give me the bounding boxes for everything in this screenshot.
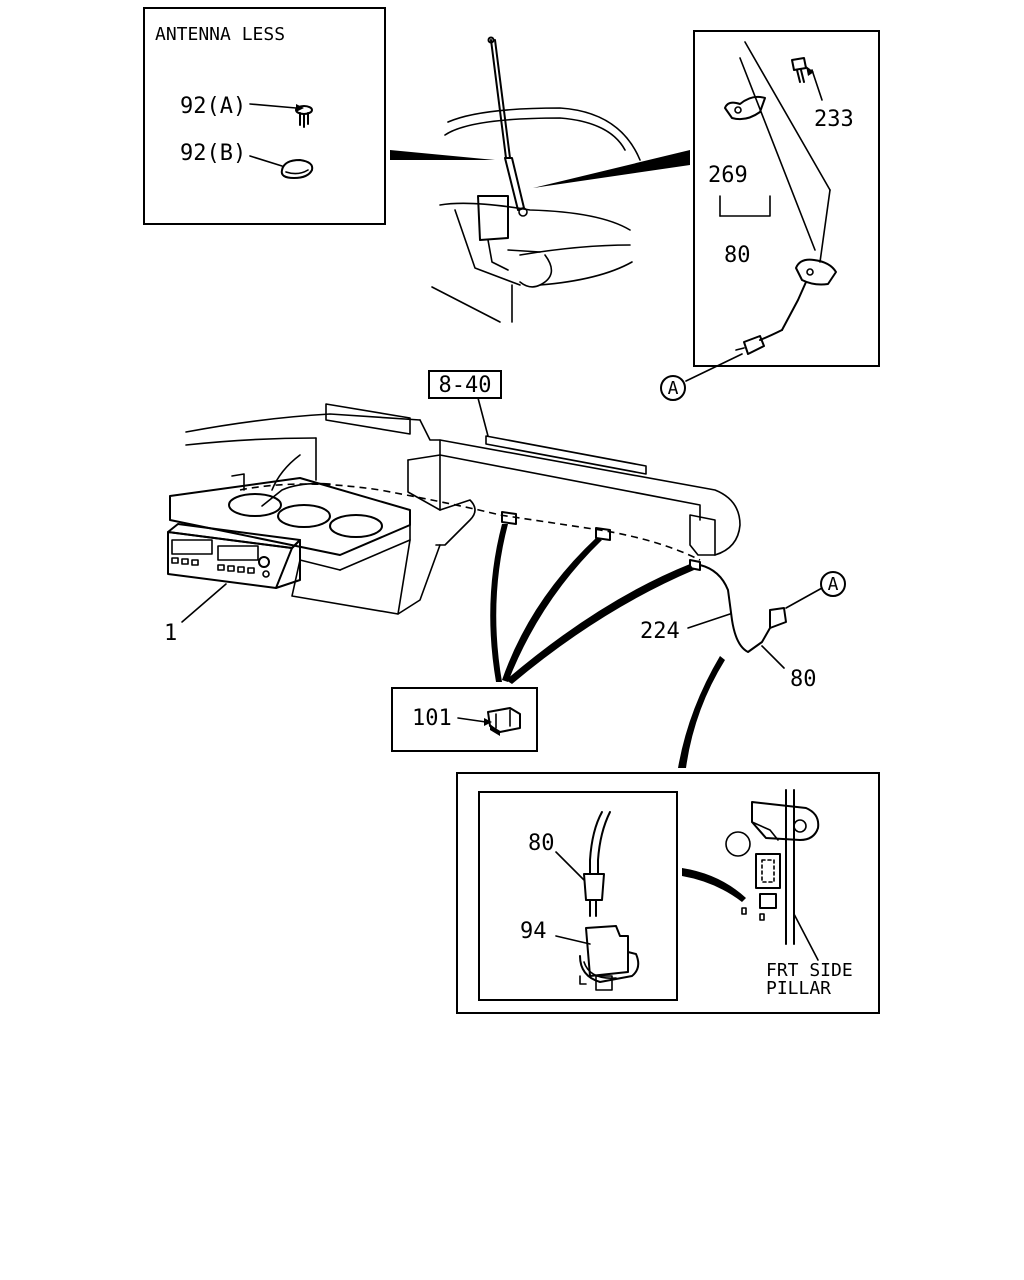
cable-clip-marks <box>501 511 701 571</box>
instrument-panel <box>169 403 741 615</box>
ref-8-40: 8-40 <box>439 373 492 398</box>
cap-92b-icon <box>280 159 314 179</box>
callout-1: 1 <box>164 621 177 646</box>
leader-224 <box>687 613 731 629</box>
callout-80-top: 80 <box>724 243 751 268</box>
callout-92b: 92(B) <box>180 141 246 166</box>
ref-a-top: A <box>668 378 679 399</box>
leader-wedge-pillar-detail <box>678 656 725 768</box>
callout-269: 269 <box>708 163 748 188</box>
antenna-less-inset: ANTENNA LESS 92(A) 92(B) <box>143 7 386 225</box>
telescopic-antenna <box>487 36 528 217</box>
antenna-mount-detail: 233 269 80 <box>693 30 880 367</box>
callout-80-detail: 80 <box>528 831 555 856</box>
leader-ref-a-top <box>685 353 743 382</box>
callout-101: 101 <box>412 706 452 731</box>
ref-circle-a-top <box>660 375 686 401</box>
antenna-less-label: ANTENNA LESS <box>155 24 285 45</box>
clip-101-icon <box>487 707 521 736</box>
leader-radio <box>181 583 227 623</box>
leader-80-mid <box>761 645 785 669</box>
bolt-233-icon <box>791 57 823 101</box>
antenna-cable-224 <box>699 564 823 653</box>
clip-leaders <box>490 524 694 684</box>
mount-bracket-269-icon <box>724 95 766 121</box>
frt-side-label: FRT SIDE <box>766 960 853 981</box>
callout-224: 224 <box>640 619 680 644</box>
antenna-base-icon <box>795 258 837 286</box>
radio-unit <box>167 523 301 589</box>
callout-92a: 92(A) <box>180 94 246 119</box>
front-side-pillar <box>725 789 820 961</box>
leader-wedge-clip-to-pillar <box>682 868 746 902</box>
pillar-label: PILLAR <box>766 978 831 999</box>
ref-circle-a-mid <box>820 571 846 597</box>
clip-94-icon <box>579 925 640 991</box>
ref-box-8-40 <box>428 370 502 399</box>
pillar-detail-box: 80 94 FRT SIDE PILLAR <box>456 772 880 1014</box>
callout-94: 94 <box>520 919 547 944</box>
leader-wedge-detail-box <box>533 150 690 188</box>
car-front-corner <box>431 107 641 323</box>
callout-233: 233 <box>814 107 854 132</box>
clip-92a-icon <box>295 105 313 128</box>
leader-wedge-antenna-less <box>390 150 495 160</box>
callout-80-mid: 80 <box>790 667 817 692</box>
clip-101-box: 101 <box>391 687 538 752</box>
ref-a-mid: A <box>828 574 839 595</box>
leader-8-40 <box>477 397 489 437</box>
